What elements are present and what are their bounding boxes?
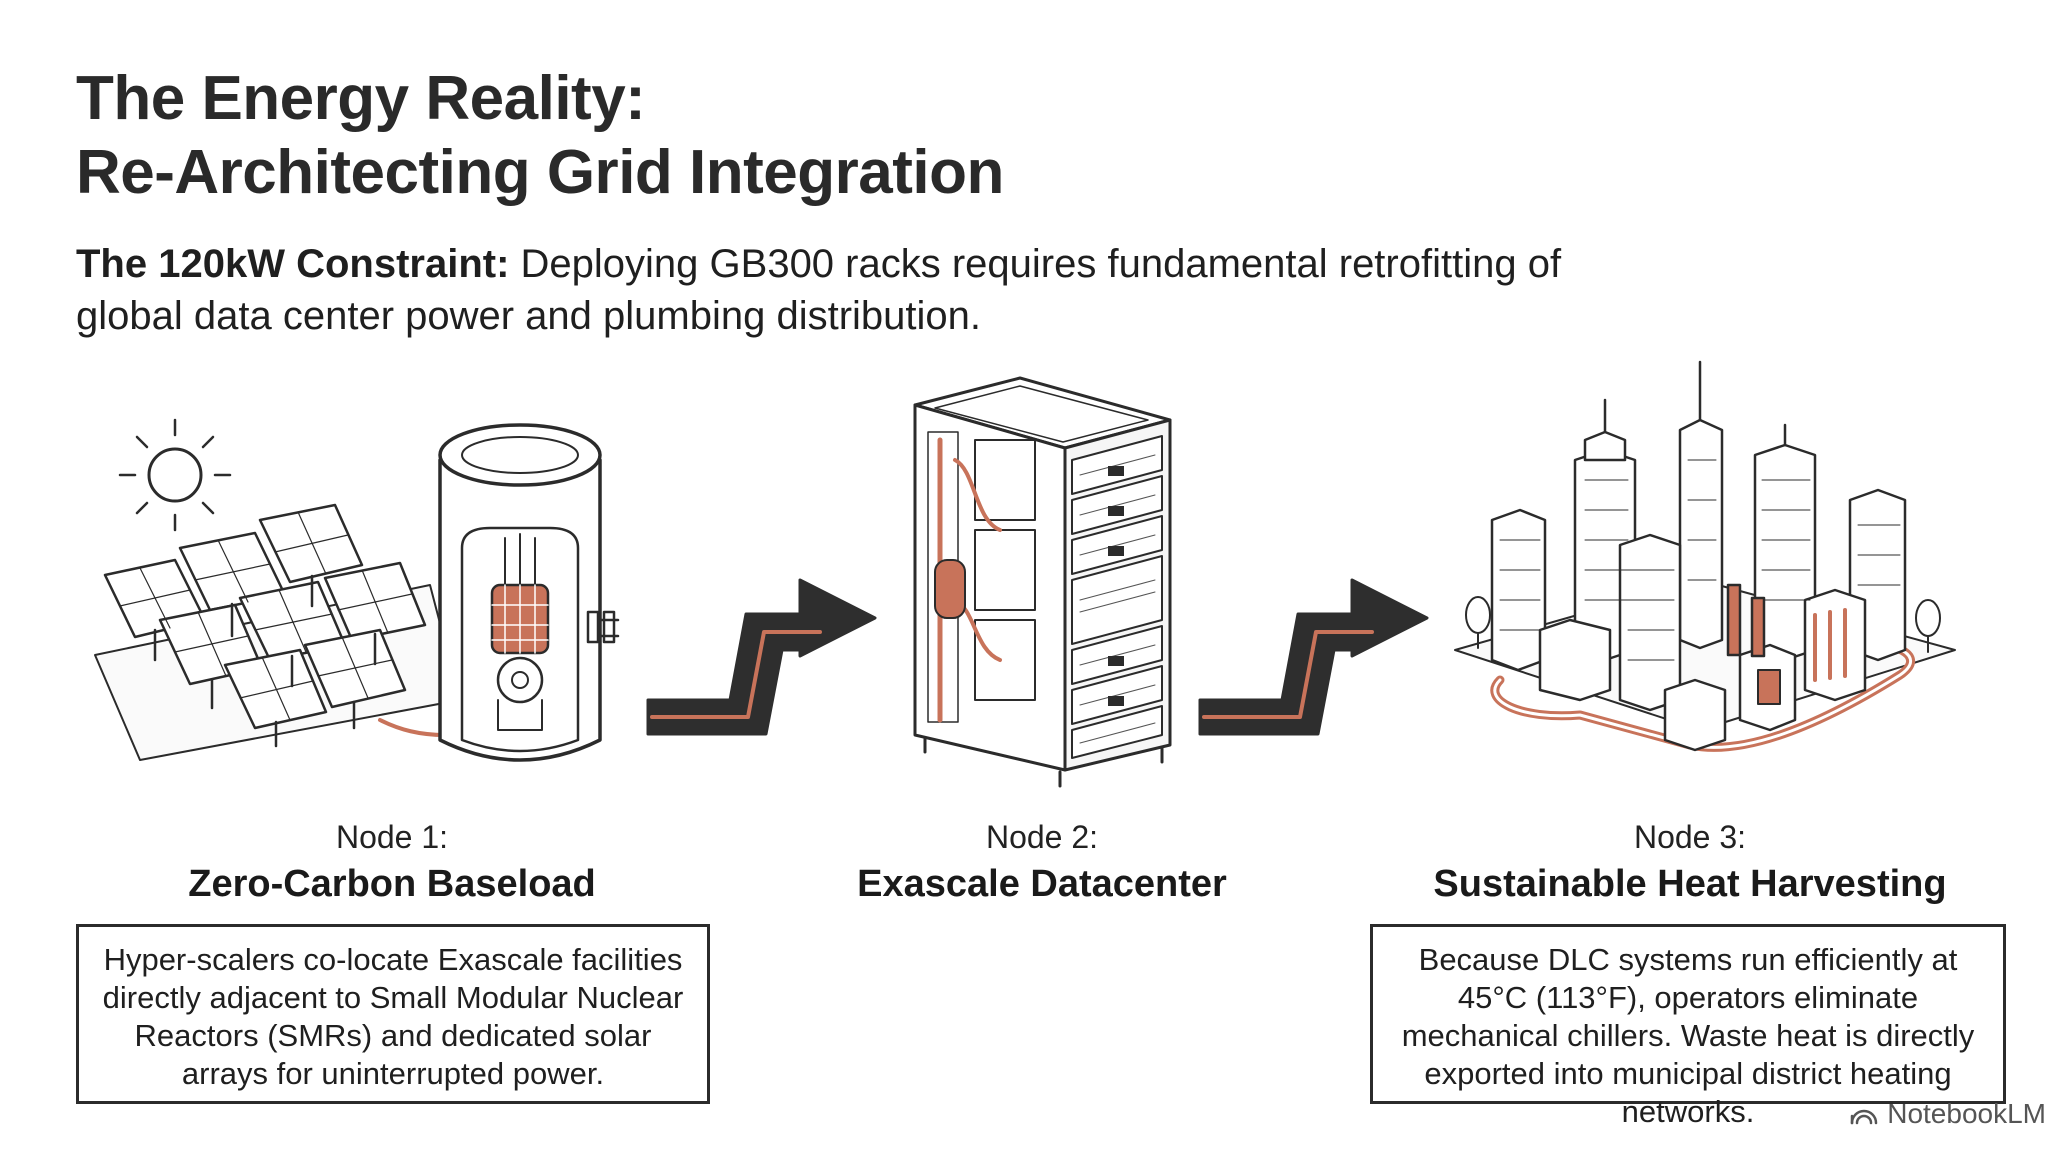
energy-flow-illustration	[94, 360, 1956, 788]
solar-panel-icon	[94, 503, 461, 761]
server-rack-icon	[913, 376, 1172, 788]
node-1-label: Node 1: Zero-Carbon Baseload	[72, 818, 712, 908]
title-line-1: The Energy Reality:	[76, 64, 646, 133]
notebooklm-logo-icon	[1850, 1109, 1878, 1125]
node-2-name: Exascale Datacenter	[857, 863, 1227, 905]
node-1-description: Hyper-scalers co-locate Exascale facilit…	[76, 924, 710, 1104]
node-3-number: Node 3:	[1633, 819, 1747, 855]
notebooklm-brand: NotebookLM	[1849, 1098, 2046, 1130]
subtitle-bold: The 120kW Constraint:	[76, 242, 510, 286]
node-2-number: Node 2:	[985, 819, 1099, 855]
subtitle: The 120kW Constraint: Deploying GB300 ra…	[76, 238, 1676, 342]
node-2-label: Node 2: Exascale Datacenter	[722, 818, 1362, 908]
sun-icon	[118, 418, 232, 532]
nuclear-reactor-icon	[438, 423, 620, 762]
subtitle-text: Deploying GB300 racks requires fundament…	[76, 242, 1562, 338]
node-1-number: Node 1:	[335, 819, 449, 855]
brand-name: NotebookLM	[1887, 1098, 2046, 1129]
node-3-description: Because DLC systems run efficiently at 4…	[1370, 924, 2006, 1129]
arrow-icon	[1198, 578, 1429, 736]
page-title: The Energy Reality: Re-Architecting Grid…	[76, 62, 1004, 210]
node-3-label: Node 3: Sustainable Heat Harvesting	[1370, 818, 2010, 908]
city-icon	[1454, 360, 1956, 752]
node-1-name: Zero-Carbon Baseload	[188, 863, 596, 905]
arrow-icon	[646, 578, 877, 736]
title-line-2: Re-Architecting Grid Integration	[76, 138, 1004, 207]
node-3-name: Sustainable Heat Harvesting	[1433, 863, 1947, 905]
